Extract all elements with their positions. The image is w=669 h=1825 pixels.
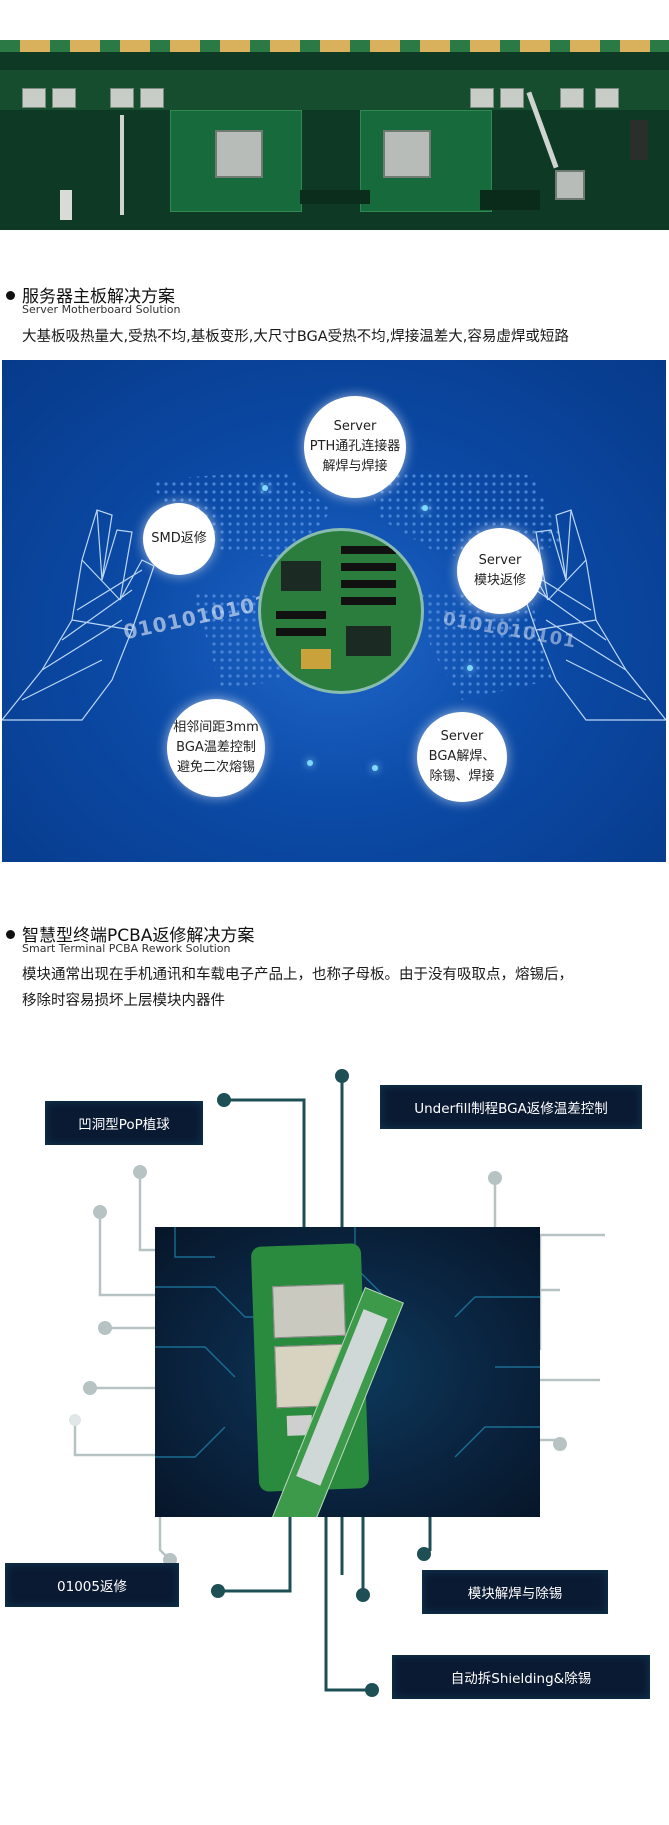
label-underfill-bga: Underfill制程BGA返修温差控制 xyxy=(380,1085,642,1129)
bubble-line: 避免二次熔锡 xyxy=(176,760,255,775)
connector-lines-graphic xyxy=(69,1069,605,1697)
section-description-terminal-line2: 移除时容易损坏上层模块内器件 xyxy=(22,993,225,1009)
terminal-board-image xyxy=(155,1227,540,1517)
server-pcb-photo xyxy=(0,40,669,230)
bubble-module-rework: Server 模块返修 xyxy=(457,528,543,614)
bubble-line: 相邻间距3mm xyxy=(173,720,259,735)
bubble-smd-rework: SMD返修 xyxy=(143,503,215,575)
label-pop-reballing: 凹洞型PoP植球 xyxy=(45,1101,203,1145)
bubble-pth-connector: Server PTH通孔连接器 解焊与焊接 xyxy=(304,396,406,498)
label-shielding-removal: 自动拆Shielding&除锡 xyxy=(392,1655,650,1699)
bubble-line: 解焊与焊接 xyxy=(322,459,388,474)
bubble-bga-desolder: Server BGA解焊、 除锡、焊接 xyxy=(417,712,507,802)
bubble-line: Server xyxy=(333,419,377,434)
right-hand-graphic xyxy=(526,509,666,721)
bullet-icon xyxy=(6,930,15,939)
bubble-line: PTH通孔连接器 xyxy=(309,439,401,454)
bubble-line: 除锡、焊接 xyxy=(429,769,495,784)
bubble-line: BGA解焊、 xyxy=(428,749,496,764)
bubble-line: BGA温差控制 xyxy=(176,740,256,755)
label-01005-rework: 01005返修 xyxy=(5,1563,179,1607)
glow-dot xyxy=(422,505,428,511)
label-module-desolder: 模块解焊与除锡 xyxy=(422,1570,608,1614)
bubble-line: SMD返修 xyxy=(151,531,207,546)
server-board-globe xyxy=(258,528,424,694)
circuit-trace-graphic xyxy=(155,1227,540,1458)
section-title-server: 服务器主板解决方案 xyxy=(22,287,175,307)
section-subtitle-terminal: Smart Terminal PCBA Rework Solution xyxy=(22,942,231,955)
section-description-server: 大基板吸热量大,受热不均,基板变形,大尺寸BGA受热不均,焊接温差大,容易虚焊或… xyxy=(22,329,569,345)
section-description-terminal-line1: 模块通常出现在手机通讯和车载电子产品上，也称子母板。由于没有吸取点，熔锡后， xyxy=(22,967,573,983)
glow-dot xyxy=(262,485,268,491)
glow-dot xyxy=(372,765,378,771)
bubble-line: Server xyxy=(440,729,484,744)
bullet-icon xyxy=(6,291,15,300)
glow-dot xyxy=(467,665,473,671)
section-subtitle-server: Server Motherboard Solution xyxy=(22,303,181,316)
bubble-line: 模块返修 xyxy=(473,573,526,588)
server-solution-panel: 0101010101 0101010101 xyxy=(2,360,666,862)
glow-dot xyxy=(307,760,313,766)
bubble-bga-temperature: 相邻间距3mm BGA温差控制 避免二次熔锡 xyxy=(167,699,265,797)
left-hand-graphic xyxy=(2,509,155,721)
bubble-line: Server xyxy=(478,553,522,568)
section-title-terminal: 智慧型终端PCBA返修解决方案 xyxy=(22,926,255,946)
